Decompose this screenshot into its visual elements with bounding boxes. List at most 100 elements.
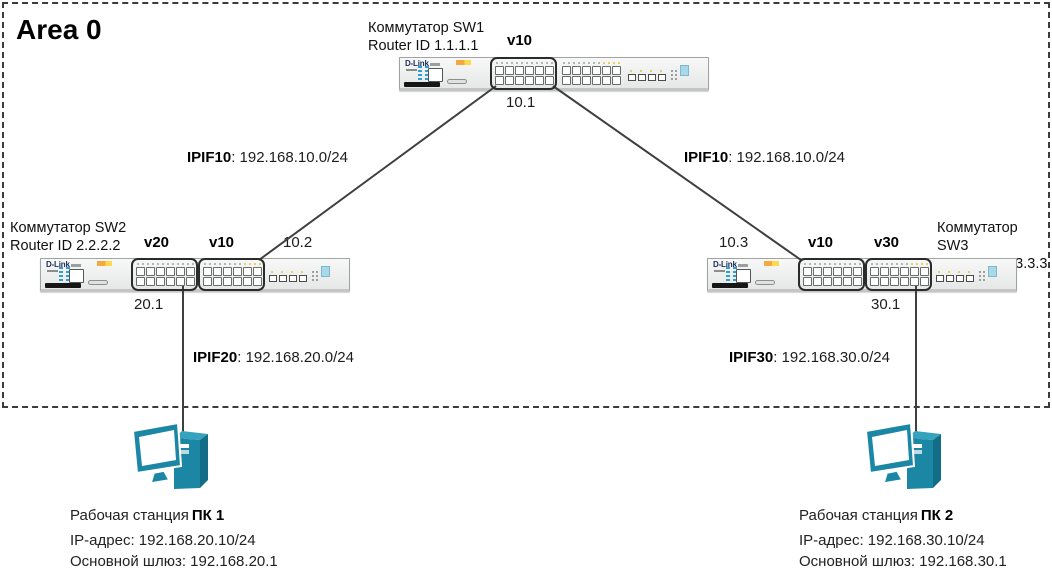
port-or-led-dot	[271, 271, 273, 273]
port-or-led-dot	[146, 267, 155, 276]
port-or-led-dot	[578, 62, 580, 64]
port-or-led-dot	[66, 275, 70, 277]
sw2-v10-ring	[198, 258, 265, 291]
port-or-led-dot	[598, 62, 600, 64]
console-label	[71, 264, 81, 267]
port-or-led-dot	[608, 62, 610, 64]
port-or-led-dot	[425, 74, 429, 76]
port-or-led-dot	[675, 78, 677, 80]
port-or-led-dot	[243, 277, 252, 286]
sw1-title: Коммутатор SW1	[368, 20, 485, 36]
port-or-led-dot	[853, 267, 862, 276]
sw2-port-20-1-label: 20.1	[134, 296, 164, 313]
port-or-led-dot	[541, 62, 543, 64]
port-or-led-dot	[588, 62, 590, 64]
port-or-led-dot	[418, 78, 422, 80]
console-port-icon	[736, 269, 751, 283]
port-or-led-dot	[910, 277, 919, 286]
port-or-led-dot	[312, 275, 314, 277]
ipif-name: IPIF30	[729, 349, 774, 366]
rj45-ports	[495, 66, 554, 85]
port-or-led-dot	[819, 263, 821, 265]
sw1-router-id: Router ID 1.1.1.1	[368, 38, 479, 54]
port-or-led-dot	[568, 62, 570, 64]
pc2-gateway-label: Основной шлюз: 192.168.30.1	[799, 553, 1007, 570]
port-or-led-dot	[535, 66, 544, 75]
port-or-led-dot	[854, 263, 856, 265]
port-or-led-dot	[938, 271, 940, 273]
port-leds	[563, 62, 621, 64]
port-or-led-dot	[886, 263, 888, 265]
stack-id-display	[680, 65, 689, 76]
port-or-led-dot	[891, 263, 893, 265]
port-or-led-dot	[495, 76, 504, 85]
port-or-led-dot	[531, 62, 533, 64]
port-group-2	[870, 263, 929, 286]
port-or-led-dot	[733, 271, 737, 273]
status-leds	[59, 267, 70, 281]
sw1-port-10-1-label: 10.1	[506, 94, 536, 111]
sfp-ports	[628, 74, 666, 81]
mini-leds	[671, 70, 677, 80]
port-or-led-dot	[813, 267, 822, 276]
port-or-led-dot	[223, 267, 232, 276]
rj45-ports	[803, 267, 862, 286]
port-group-1	[495, 62, 554, 85]
port-or-led-dot	[152, 263, 154, 265]
port-or-led-dot	[612, 76, 621, 85]
port-or-led-dot	[726, 267, 730, 269]
pc2-ip-label: IP-адрес: 192.168.30.10/24	[799, 532, 985, 549]
port-or-led-dot	[880, 277, 889, 286]
status-leds	[726, 267, 737, 281]
port-or-led-dot	[59, 271, 63, 273]
port-or-led-dot	[214, 263, 216, 265]
port-or-led-dot	[253, 277, 262, 286]
port-or-led-dot	[249, 263, 251, 265]
model-label	[45, 283, 81, 288]
port-or-led-dot	[833, 277, 842, 286]
port-or-led-dot	[229, 263, 231, 265]
port-or-led-dot	[834, 263, 836, 265]
port-or-led-dot	[167, 263, 169, 265]
sw3-port-10-3-label: 10.3	[719, 234, 749, 251]
port-or-led-dot	[219, 263, 221, 265]
port-or-led-dot	[948, 271, 950, 273]
sw2-title-block: Коммутатор SW2 Router ID 2.2.2.2	[10, 219, 126, 255]
sfp-block	[269, 271, 307, 282]
port-or-led-dot	[968, 271, 970, 273]
rj45-ports	[136, 267, 195, 286]
port-or-led-dot	[880, 267, 889, 276]
port-or-led-dot	[177, 263, 179, 265]
port-or-led-dot	[239, 263, 241, 265]
port-or-led-dot	[137, 263, 139, 265]
mode-label	[456, 60, 471, 65]
mini-leds	[312, 271, 318, 281]
port-or-led-dot	[911, 263, 913, 265]
port-or-led-dot	[279, 275, 287, 282]
port-or-led-dot	[572, 76, 581, 85]
port-or-led-dot	[958, 271, 960, 273]
port-or-led-dot	[186, 277, 195, 286]
dlink-logo: D-Link	[713, 260, 737, 269]
dlink-logo-subtext	[47, 270, 58, 272]
sw3-v30-ring	[865, 258, 932, 291]
port-or-led-dot	[733, 279, 737, 281]
port-or-led-dot	[803, 267, 812, 276]
port-or-led-dot	[312, 271, 314, 273]
port-or-led-dot	[66, 279, 70, 281]
port-or-led-dot	[658, 74, 666, 81]
port-or-led-dot	[157, 263, 159, 265]
port-or-led-dot	[628, 74, 636, 81]
port-or-led-dot	[900, 267, 909, 276]
port-or-led-dot	[936, 275, 944, 282]
port-or-led-dot	[671, 74, 673, 76]
port-or-led-dot	[563, 62, 565, 64]
port-or-led-dot	[299, 275, 307, 282]
sfp-ports	[269, 275, 307, 282]
port-or-led-dot	[535, 76, 544, 85]
port-or-led-dot	[425, 66, 429, 68]
port-or-led-dot	[525, 76, 534, 85]
sw2-port-10-2-label: 10.2	[283, 234, 313, 251]
